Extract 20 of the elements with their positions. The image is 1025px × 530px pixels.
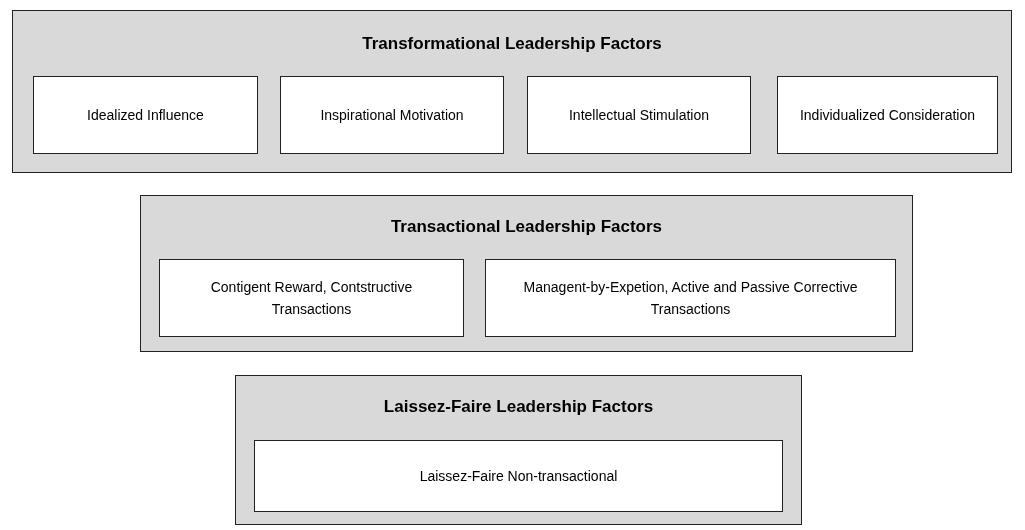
group-heading: Transactional Leadership Factors (390, 217, 663, 237)
group-panel (235, 375, 802, 525)
factor-label: Contigent Reward, Contstructive Transactions (209, 278, 414, 319)
factor-label: Inspirational Motivation (320, 106, 464, 125)
factor-label: Intellectual Stimulation (568, 106, 710, 125)
group-heading: Transformational Leadership Factors (362, 34, 662, 54)
factor-box (777, 76, 998, 154)
factor-box (527, 76, 751, 154)
factor-box (159, 259, 464, 337)
factor-label: Managent-by-Expetion, Active and Passive Corrective Transactions (522, 278, 859, 319)
factor-box (280, 76, 504, 154)
group-heading: Laissez-Faire Leadership Factors (383, 397, 654, 417)
factor-box (254, 440, 783, 512)
factor-label: Individualized Consideration (799, 106, 976, 125)
factor-box (485, 259, 896, 337)
group-panel (12, 10, 1012, 173)
factor-label: Idealized Influence (87, 106, 204, 125)
factor-box (33, 76, 258, 154)
factor-label: Laissez-Faire Non-transactional (419, 467, 618, 486)
group-panel (140, 195, 913, 352)
